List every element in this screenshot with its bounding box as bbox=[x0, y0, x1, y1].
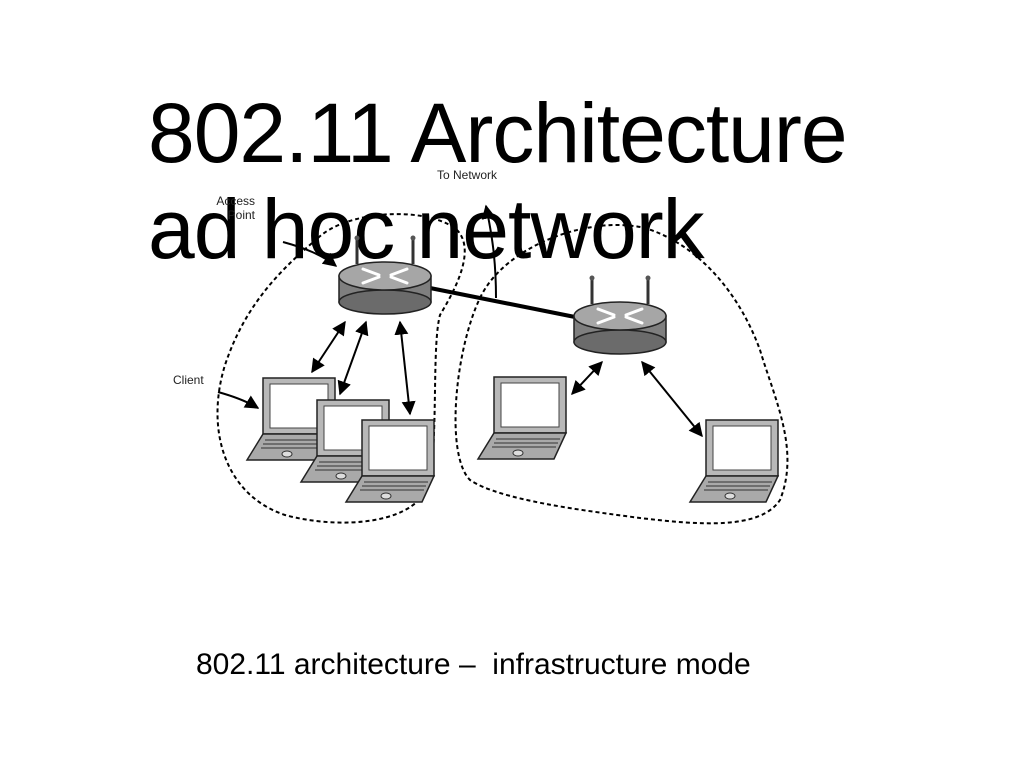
router-icon-right bbox=[572, 274, 668, 356]
bss-boundary-right bbox=[454, 224, 789, 525]
access-point-pointer bbox=[282, 241, 338, 267]
client-label: Client bbox=[173, 373, 204, 387]
wireless-link-3 bbox=[394, 320, 416, 416]
wireless-link-1 bbox=[311, 320, 346, 374]
laptop-icon-4 bbox=[477, 376, 567, 460]
wireless-link-5 bbox=[641, 360, 703, 438]
wireless-link-2 bbox=[337, 320, 369, 396]
client-pointer bbox=[217, 391, 260, 409]
laptop-icon-5 bbox=[689, 419, 779, 503]
router-icon-left bbox=[337, 234, 433, 316]
wireless-link-4 bbox=[571, 360, 603, 396]
uplink-arrow bbox=[481, 204, 497, 299]
slide-caption: 802.11 architecture – infrastructure mod… bbox=[196, 648, 751, 681]
slide-title: 802.11 Architecture ad hoc network bbox=[148, 86, 848, 276]
to-network-label: To Network bbox=[437, 168, 498, 182]
backbone-link bbox=[429, 286, 581, 320]
access-point-label: Access Point bbox=[216, 194, 255, 222]
